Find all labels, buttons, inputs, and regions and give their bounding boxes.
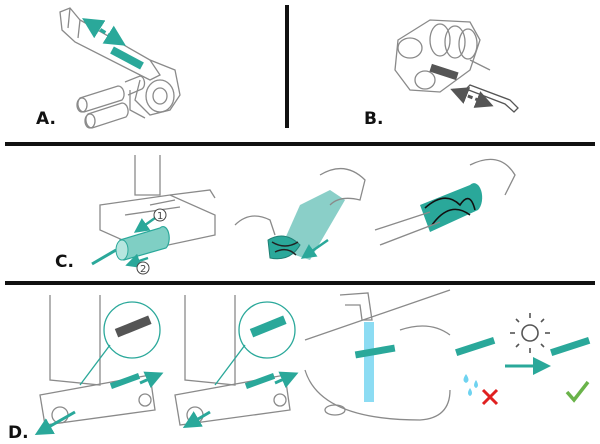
d2-zoom-part xyxy=(249,315,287,338)
double-arrow-icon xyxy=(82,18,126,46)
panel-c3-illustration xyxy=(374,158,516,246)
panel-a-illustration xyxy=(59,7,181,129)
d2-arrow-out xyxy=(274,371,299,389)
d1-teal-part xyxy=(109,373,141,389)
panel-d3-sink xyxy=(304,289,451,421)
d3-teal-part xyxy=(354,344,396,359)
d1-arrow-out xyxy=(139,371,164,389)
direction-arrow-1 xyxy=(133,216,156,233)
d1-zoom-part xyxy=(114,315,152,338)
step-2-badge xyxy=(136,261,150,275)
step-1-number: 1 xyxy=(157,211,163,222)
water-drops-icon xyxy=(463,374,478,396)
d1-arrow-left xyxy=(34,410,76,435)
d2-arrow-left xyxy=(182,410,211,429)
panel-a-label: A. xyxy=(36,109,56,129)
panel-a-teal-bar xyxy=(110,46,144,70)
d4-dry-part xyxy=(550,336,591,356)
brush-bar xyxy=(429,63,459,81)
double-arrow-icon xyxy=(450,87,494,108)
panel-b-illustration xyxy=(394,19,491,93)
panel-d2-illustration xyxy=(174,295,296,426)
roller-being-pulled xyxy=(91,225,170,266)
d4-wet-part xyxy=(455,336,496,356)
panel-c-label: C. xyxy=(55,252,74,272)
panel-c2-illustration xyxy=(234,168,366,260)
direction-arrow-2 xyxy=(125,253,149,268)
panel-b-label: B. xyxy=(364,109,384,129)
panel-d-label: D. xyxy=(8,423,29,443)
screwdriver xyxy=(464,84,519,113)
panel-d1-illustration xyxy=(39,295,161,426)
check-icon xyxy=(565,380,590,403)
step-2-number: 2 xyxy=(140,264,146,275)
cross-icon xyxy=(481,388,499,406)
direction-arrow-c2 xyxy=(300,238,329,259)
d2-teal-part xyxy=(244,373,276,389)
water-stream xyxy=(364,322,374,402)
panel-c1-illustration xyxy=(99,155,216,251)
sun-icon xyxy=(510,313,550,353)
step-1-badge xyxy=(153,208,167,222)
